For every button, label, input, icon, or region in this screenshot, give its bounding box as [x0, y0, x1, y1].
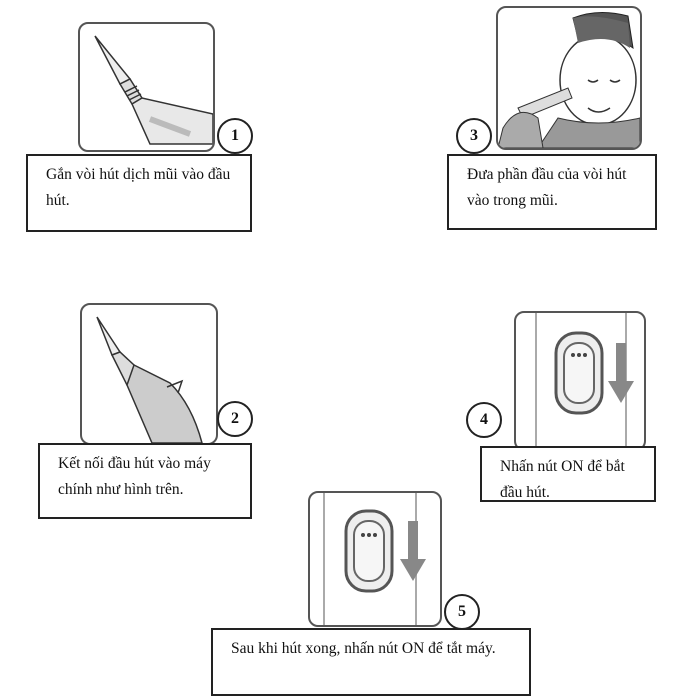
step-3-number: 3 — [456, 118, 492, 154]
step-4-number: 4 — [466, 402, 502, 438]
step-1-image — [78, 22, 215, 152]
step-2-number: 2 — [217, 401, 253, 437]
step-5-image — [308, 491, 442, 627]
step-2-caption: Kết nối đầu hút vào máy chính như hình t… — [38, 443, 252, 519]
step-4-caption: Nhấn nút ON để bắt đầu hút. — [480, 446, 656, 502]
step-4-image — [514, 311, 646, 451]
nozzle-tip-illustration — [94, 35, 213, 145]
step-1-caption: Gắn vòi hút dịch mũi vào đầu hút. — [26, 154, 252, 232]
step-5-caption: Sau khi hút xong, nhấn nút ON để tắt máy… — [211, 628, 531, 696]
step-3-caption: Đưa phần đầu của vòi hút vào trong mũi. — [447, 154, 657, 230]
step-2-image — [80, 303, 218, 445]
on-button-release-illustration — [323, 493, 426, 625]
nozzle-attach-illustration — [96, 316, 203, 443]
on-button-press-illustration — [535, 313, 634, 449]
step-1-number: 1 — [217, 118, 253, 154]
step-3-image — [496, 6, 642, 150]
step-5-number: 5 — [444, 594, 480, 630]
child-nose-illustration — [498, 12, 640, 148]
